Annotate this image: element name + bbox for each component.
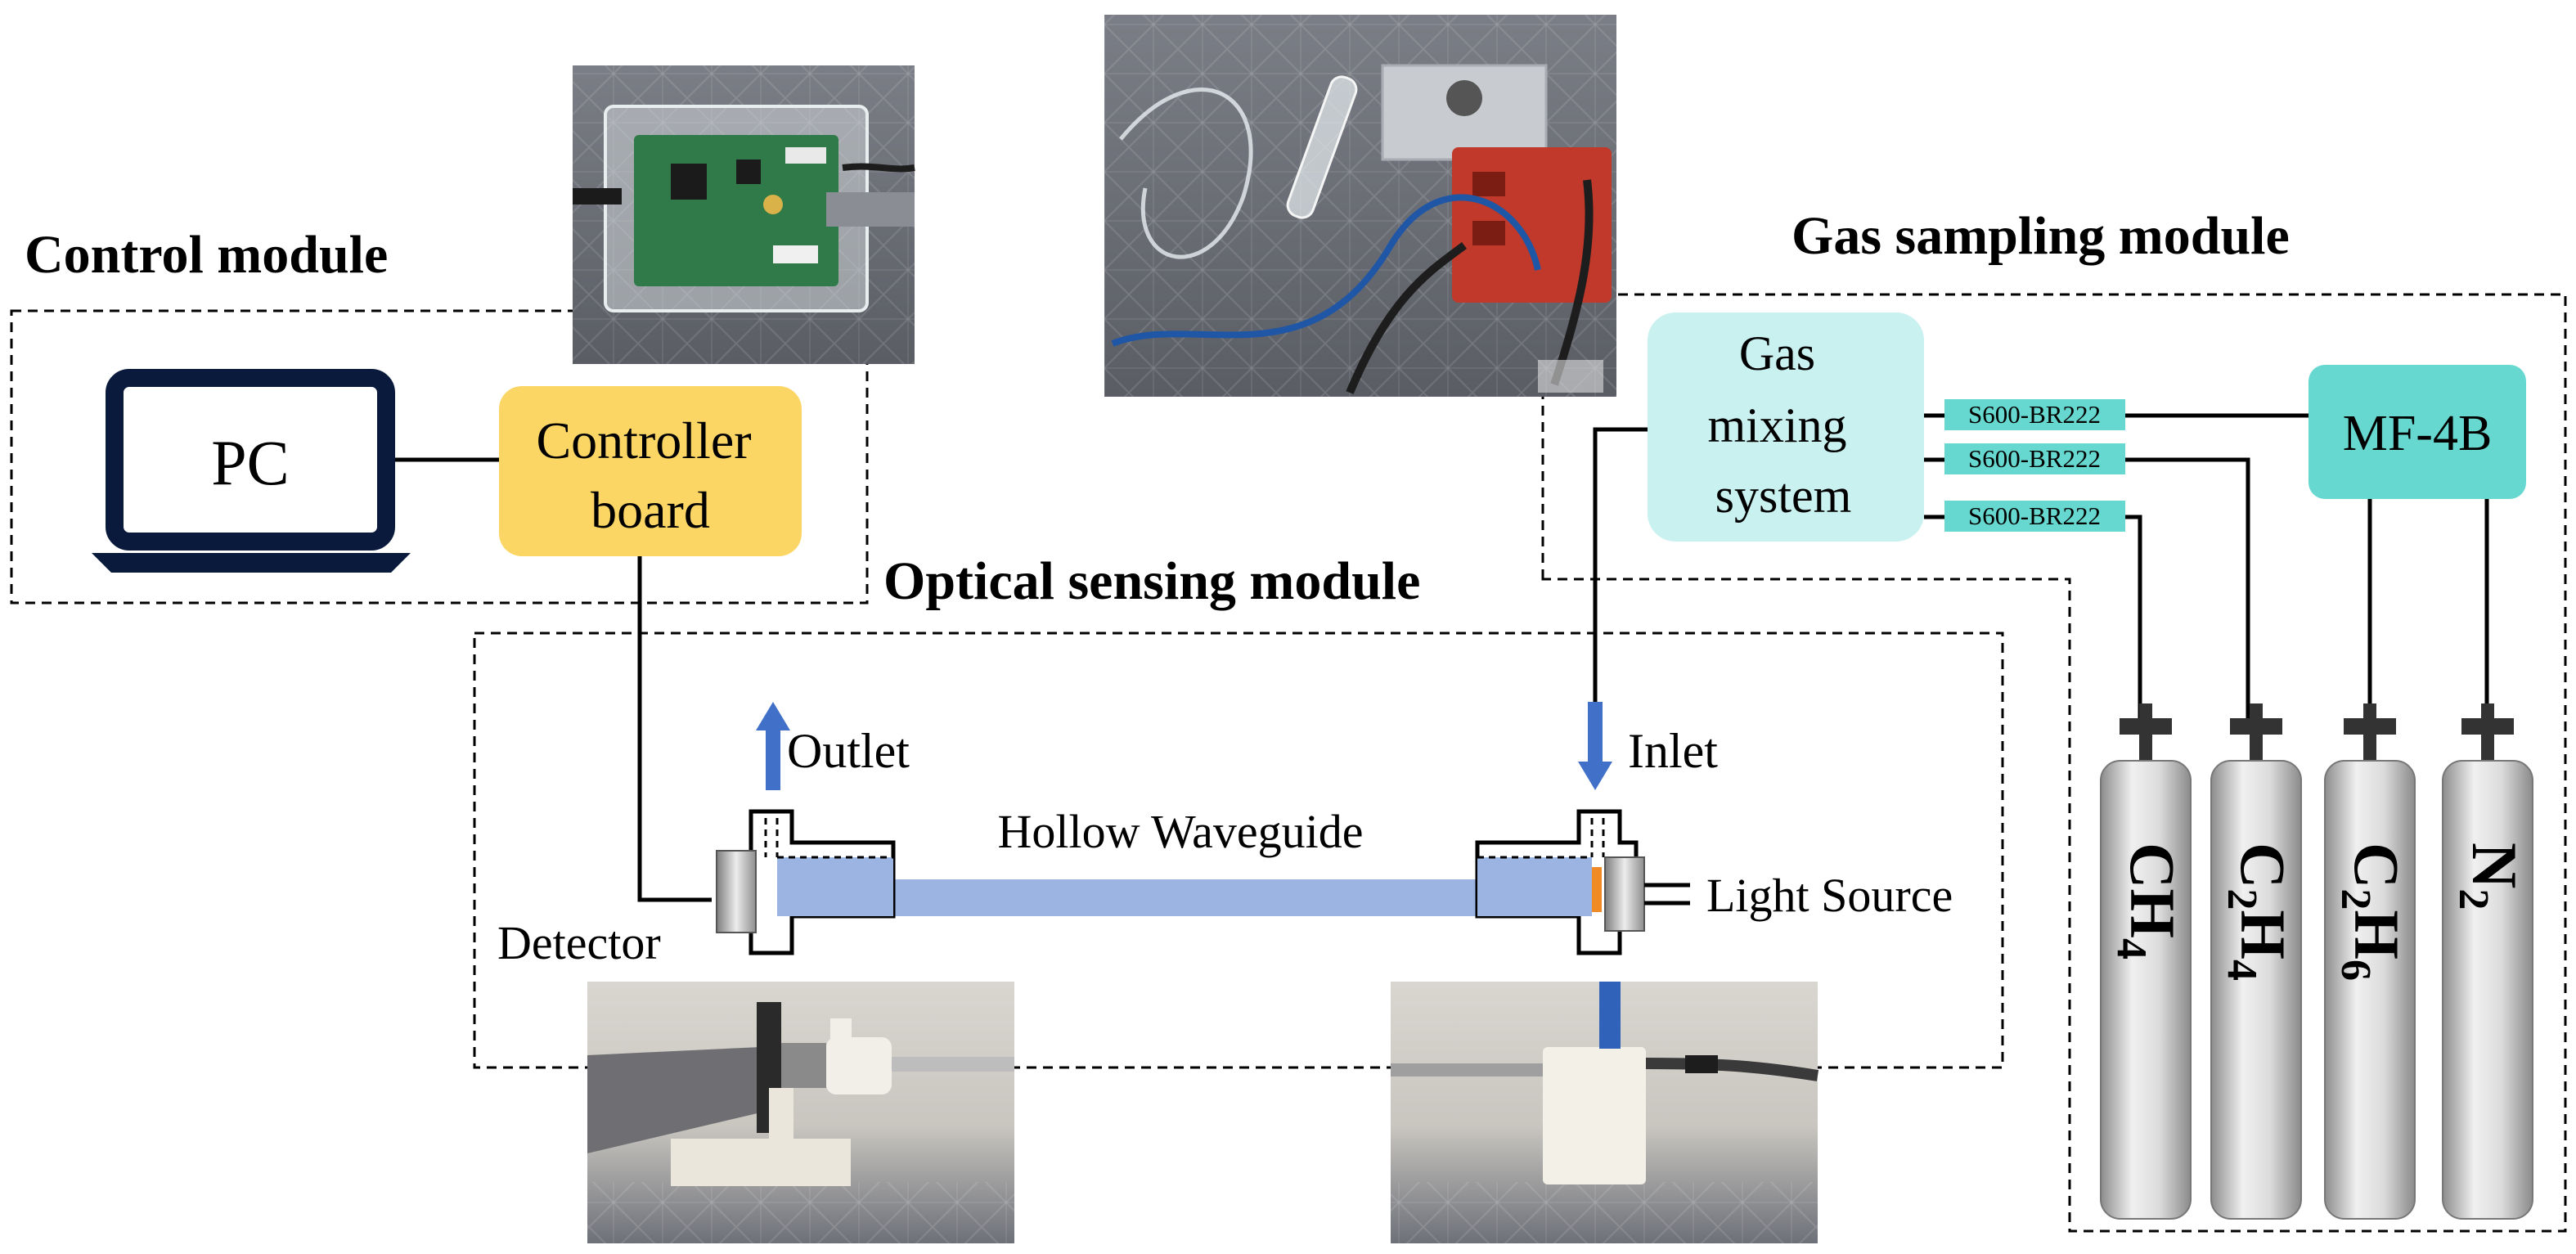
pc-laptop — [92, 369, 411, 573]
controller-board-box — [499, 386, 802, 556]
cylinder-valve-c2h6 — [2344, 703, 2396, 761]
formula-part: C — [2117, 843, 2188, 888]
formula-part: 2 — [2450, 888, 2497, 910]
mixing-to-inlet-tube — [1593, 427, 1648, 702]
formula-part: N — [2459, 843, 2530, 888]
inlet-arrow — [1578, 702, 1612, 790]
detector-label: Detector — [497, 916, 661, 969]
hollow-waveguide-label: Hollow Waveguide — [998, 805, 1364, 858]
cylinder-body-c2h4 — [2210, 760, 2302, 1220]
formula-part: 4 — [2219, 960, 2265, 981]
cylinder-body-ch4 — [2100, 760, 2192, 1220]
hollow-waveguide — [893, 879, 1477, 916]
cylinder-ch4: CH4 — [2100, 703, 2192, 1220]
cylinder-body-c2h6 — [2324, 760, 2416, 1220]
formula-part: 2 — [2219, 888, 2265, 910]
controller-board-label-line1: Controller — [536, 411, 751, 470]
light-source-end-photo — [1391, 982, 1819, 1243]
light-source-label: Light Source — [1706, 869, 1953, 922]
cylinder-label-n2: N2 — [2450, 843, 2530, 910]
controller-board-photo — [573, 65, 915, 364]
regulator-2: S600-BR222 — [1944, 443, 2125, 474]
regulator-2-label: S600-BR222 — [1968, 444, 2101, 473]
regulator-3-to-ch4-line — [2125, 515, 2142, 720]
light-source-fitting — [1475, 809, 1690, 955]
detector-fitting — [716, 809, 896, 955]
control-module-title: Control module — [25, 225, 388, 285]
formula-part: C — [2228, 843, 2299, 888]
cylinder-label-c2h4: C2H4 — [2219, 843, 2299, 981]
cylinder-c2h6: C2H6 — [2324, 703, 2416, 1220]
gas-mixing-label-line2: mixing — [1707, 398, 1846, 452]
detector-end-photo — [587, 982, 1014, 1243]
gas-mixing-label-line1: Gas — [1739, 326, 1815, 380]
pressure-regulators: S600-BR222 S600-BR222 S600-BR222 — [1944, 399, 2125, 532]
controller-to-detector-wire — [637, 556, 712, 902]
formula-part: H — [2228, 910, 2299, 960]
cylinder-n2: N2 — [2442, 703, 2533, 1220]
mf4b-label: MF-4B — [2343, 406, 2493, 461]
cylinder-body-n2 — [2442, 760, 2533, 1220]
regulator-1-label: S600-BR222 — [1968, 400, 2101, 429]
cylinder-label-ch4: CH4 — [2108, 843, 2188, 960]
gas-mixing-system-box — [1648, 312, 1924, 542]
gas-module-title: Gas sampling module — [1792, 206, 2290, 266]
regulator-2-to-c2h4-line — [2125, 457, 2250, 720]
cylinder-valve-n2 — [2461, 703, 2514, 761]
cylinder-valve-c2h4 — [2230, 703, 2282, 761]
gas-mixing-label-line3: system — [1715, 469, 1852, 523]
mf4b-box — [2309, 365, 2526, 499]
regulator-1: S600-BR222 — [1944, 399, 2125, 430]
regulator-3-label: S600-BR222 — [1968, 501, 2101, 530]
control-module-boundary — [10, 309, 869, 605]
formula-part: 4 — [2108, 938, 2155, 960]
controller-board-label: Controller board — [536, 411, 764, 539]
formula-part: C — [2341, 843, 2412, 888]
cylinder-c2h4: C2H4 — [2210, 703, 2302, 1220]
outlet-label: Outlet — [787, 724, 910, 778]
formula-part: 2 — [2332, 888, 2379, 910]
gas-mixing-system-photo — [1104, 15, 1616, 397]
pc-label: PC — [211, 427, 289, 498]
optical-module-title: Optical sensing module — [883, 551, 1420, 611]
gas-mixing-system-label: Gas mixing system — [1707, 326, 1859, 523]
inlet-label: Inlet — [1628, 724, 1718, 778]
controller-board-label-line2: board — [591, 481, 710, 539]
cylinder-valve-ch4 — [2120, 703, 2172, 761]
formula-part: H — [2117, 888, 2188, 938]
regulator-3: S600-BR222 — [1944, 501, 2125, 532]
formula-part: H — [2341, 910, 2412, 960]
outlet-arrow — [756, 702, 790, 790]
cylinder-label-c2h6: C2H6 — [2332, 843, 2412, 981]
formula-part: 6 — [2332, 960, 2379, 981]
